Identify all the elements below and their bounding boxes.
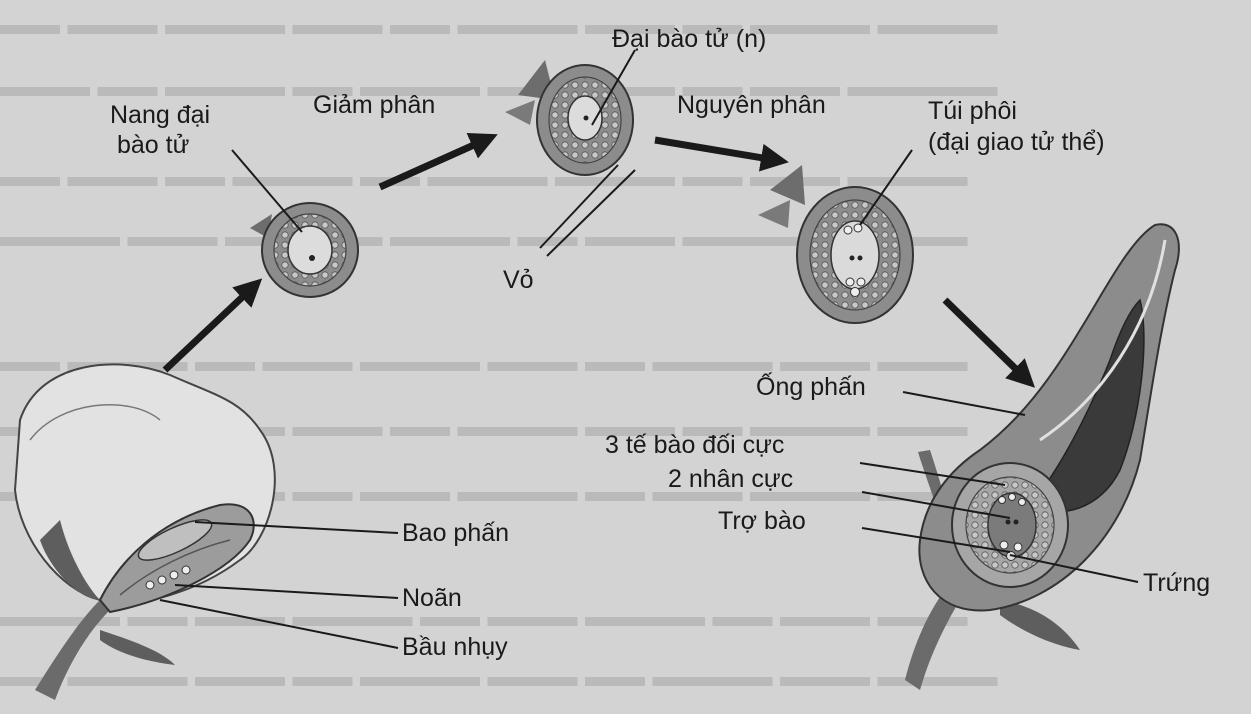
label-bao-phan: Bao phấn xyxy=(402,518,509,548)
label-dai-bao-tu: Đại bào tử (n) xyxy=(612,24,766,54)
leader-ong-phan xyxy=(903,392,1025,415)
leader-vo-2 xyxy=(547,170,635,256)
label-tui-phoi-line2: (đại giao tử thể) xyxy=(928,127,1105,157)
label-nguyen-phan: Nguyên phân xyxy=(677,90,826,120)
ovule-pollen-tube-illustration xyxy=(905,224,1179,690)
label-noan: Noãn xyxy=(402,583,462,613)
flower-illustration xyxy=(15,364,275,700)
label-nang-dai-bao-tu-line1: Nang đại xyxy=(110,100,210,130)
label-te-bao-doi-cuc: 3 tế bào đối cực xyxy=(605,430,784,460)
leader-bau-nhuy xyxy=(160,600,398,648)
arrow-flower-to-megasporangium xyxy=(165,288,252,370)
megasporangium-illustration xyxy=(250,203,358,297)
label-nang-dai-bao-tu-line2: bào tử xyxy=(117,130,189,160)
arrow-meiosis xyxy=(380,140,485,187)
label-trung: Trứng xyxy=(1143,568,1210,598)
label-vo: Vỏ xyxy=(503,265,534,295)
label-tui-phoi-line1: Túi phôi xyxy=(928,96,1017,126)
label-ong-phan: Ống phấn xyxy=(756,372,866,402)
label-nhan-cuc: 2 nhân cực xyxy=(668,464,793,494)
label-giam-phan: Giảm phân xyxy=(313,90,435,120)
label-tro-bao: Trợ bào xyxy=(718,506,806,536)
megaspore-illustration xyxy=(505,60,633,175)
leader-noan xyxy=(175,585,398,598)
embryo-sac-illustration xyxy=(758,165,913,323)
label-bau-nhuy: Bầu nhụy xyxy=(402,632,508,662)
arrow-mitosis xyxy=(655,140,775,160)
leader-vo-1 xyxy=(540,165,618,248)
arrow-embryo-sac-to-ovule xyxy=(945,300,1025,378)
